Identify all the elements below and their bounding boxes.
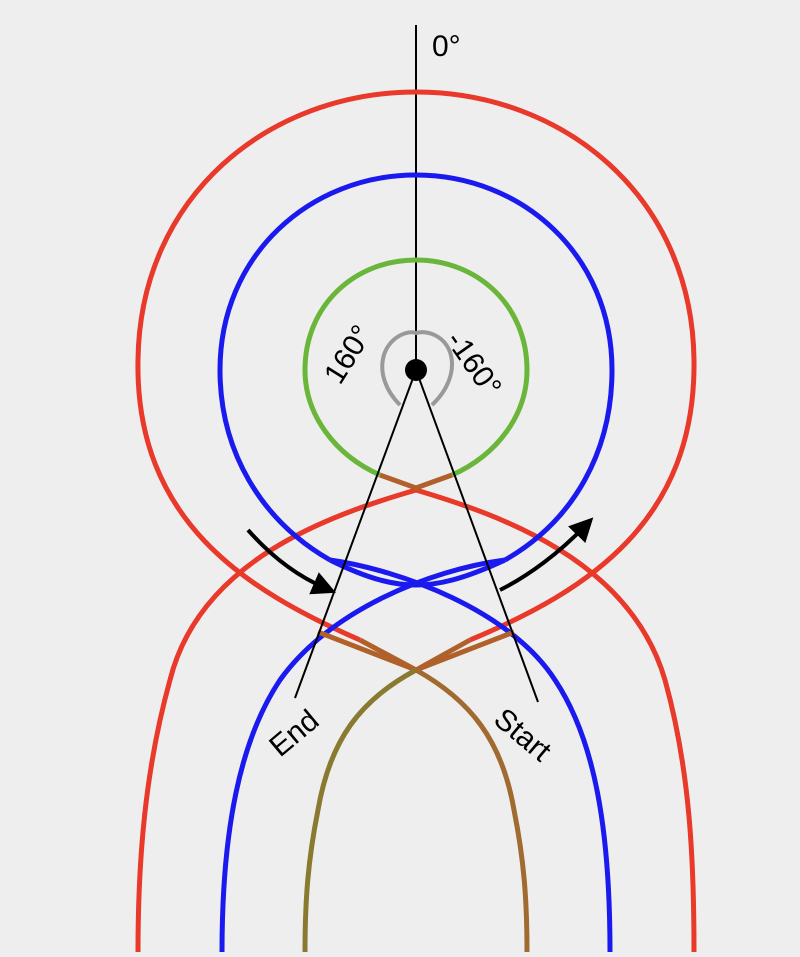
- outer-curve-right-tail: [415, 487, 697, 953]
- middle-curve-right-tail: [329, 557, 613, 953]
- center-loop: [380, 330, 454, 407]
- outer-curve: [135, 89, 697, 643]
- start-line: [415, 369, 539, 703]
- zero-degree-label: 0°: [432, 30, 461, 63]
- arrow-left-icon: [246, 528, 337, 595]
- outer-curve-left-tail: [135, 487, 417, 953]
- middle-curve-left-tail: [219, 557, 506, 953]
- end-label: End: [263, 704, 325, 764]
- inner-curve-left-tail: [302, 667, 418, 953]
- inner-curve: [302, 257, 530, 478]
- inner-curve-right-tail: [414, 667, 530, 953]
- left-angle-label: 160°: [318, 320, 379, 390]
- middle-curve: [217, 172, 615, 563]
- end-line: [294, 369, 417, 699]
- center-dot-icon: [405, 359, 427, 381]
- right-angle-label: -160°: [439, 325, 507, 403]
- arrow-right-icon: [499, 517, 594, 592]
- inner-curve-crossover: [379, 472, 453, 491]
- inner-curve-crossover-lower: [317, 629, 515, 673]
